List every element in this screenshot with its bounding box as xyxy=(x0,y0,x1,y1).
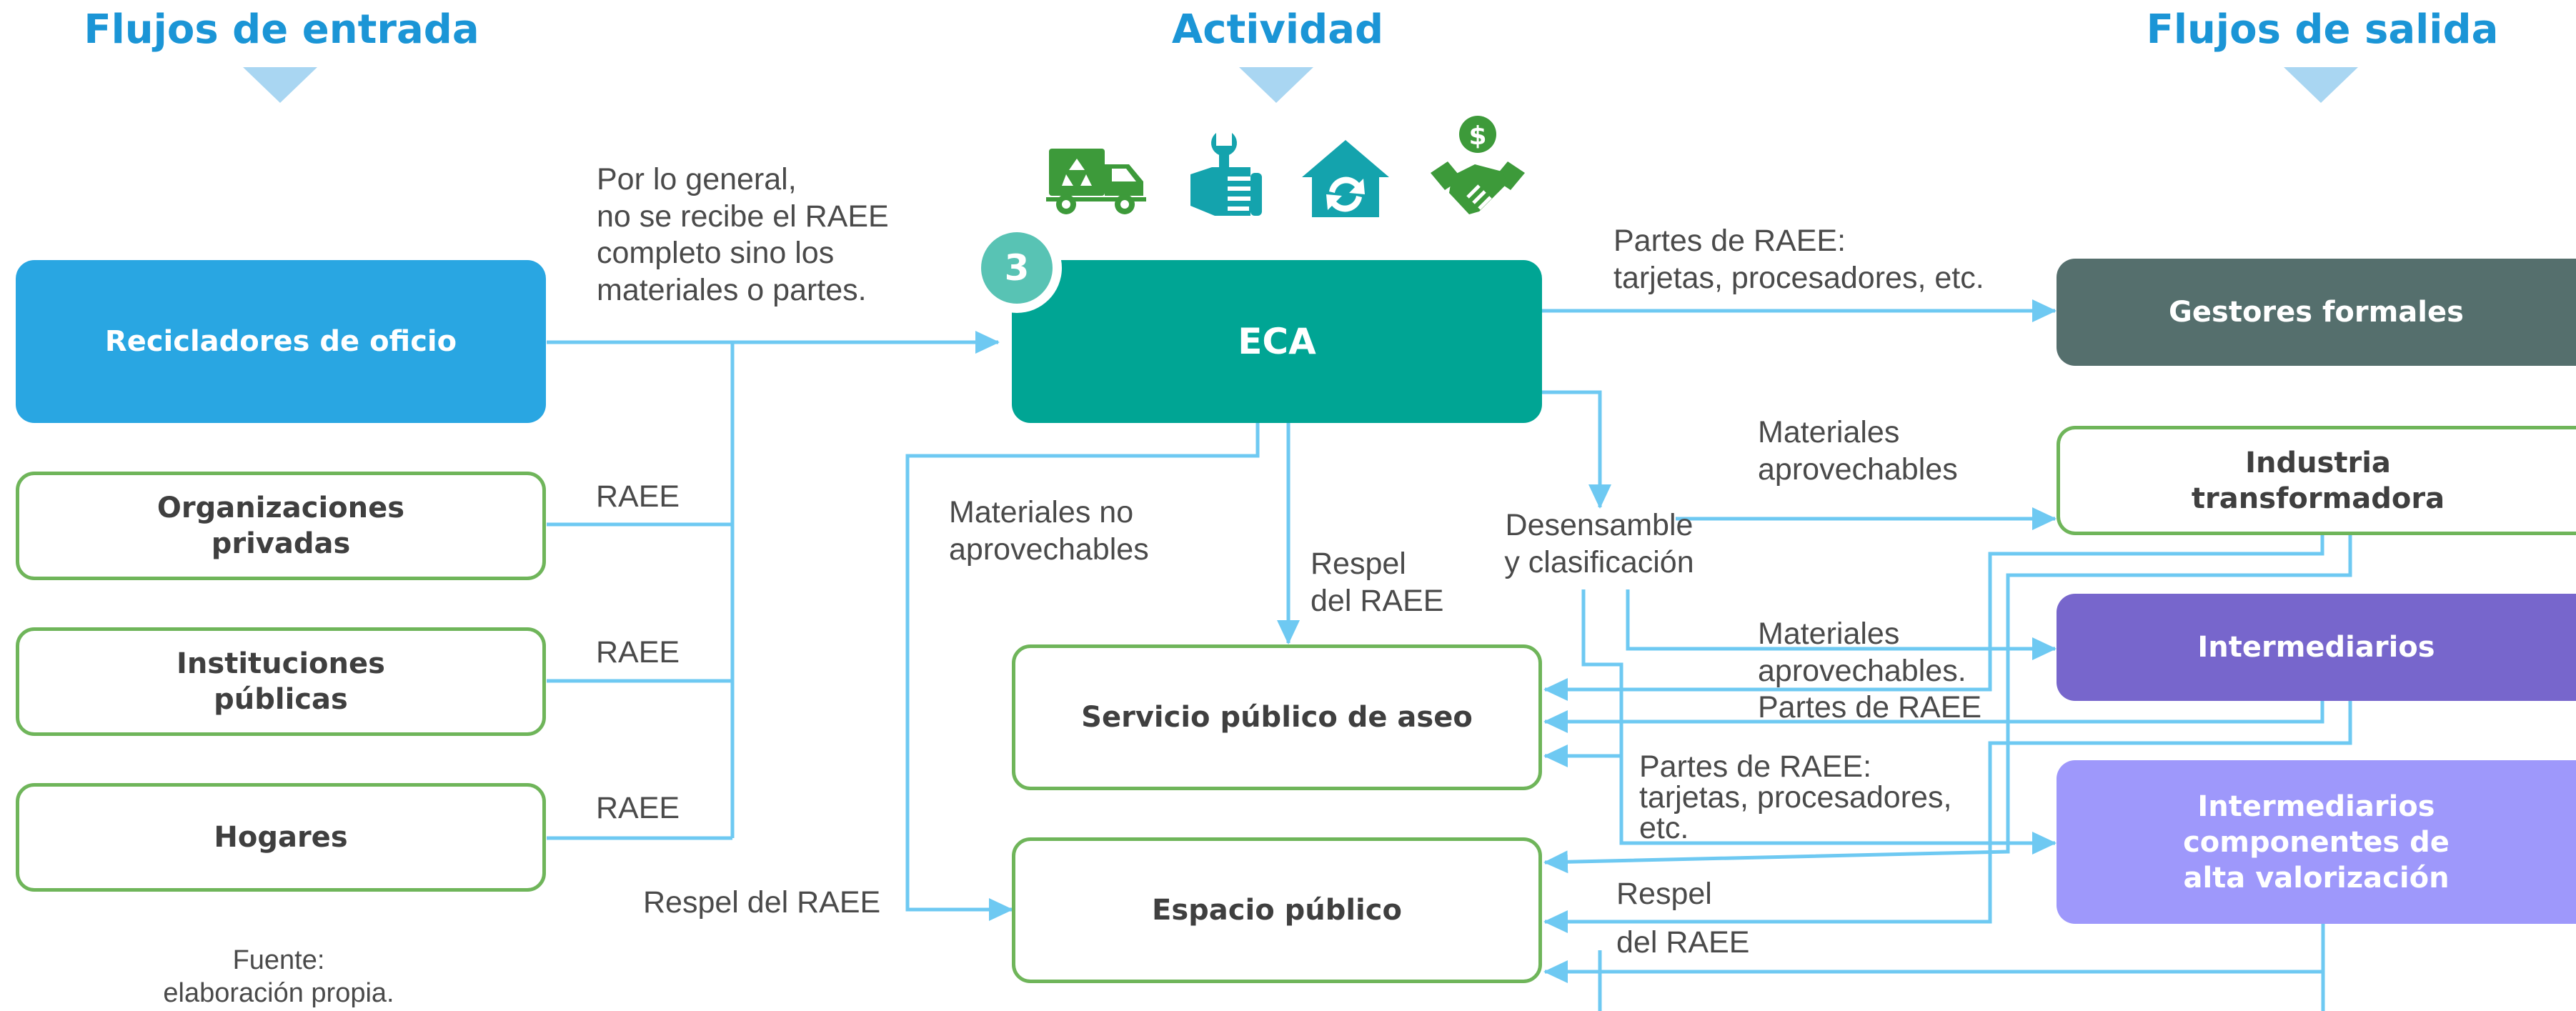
repair-hand-icon xyxy=(1190,133,1262,216)
label-desensamble: Desensamble y clasificación xyxy=(1504,508,1694,579)
box-industria-label: Industria transformadora xyxy=(2191,446,2445,515)
label-respel-del-raee: Respel del RAEE xyxy=(1311,547,1444,618)
label-materiales-aprovechables-2: Materiales aprovechables. xyxy=(1758,617,1966,688)
connector-eca-desensamble xyxy=(1542,390,1611,509)
box-industria: Industria transformadora xyxy=(2057,426,2576,535)
connector-industria-servicio xyxy=(1543,535,2324,701)
header-activity: Actividad xyxy=(1171,6,1384,53)
label-respel-left: Respel del RAEE xyxy=(643,885,881,920)
box-recicladores-label: Recicladores de oficio xyxy=(104,325,457,358)
label-materiales-aprovechables-1: Materiales aprovechables xyxy=(1758,415,1958,487)
connector-intermediarios-espacio xyxy=(1543,701,2352,933)
label-partes-tarjetas: Partes de RAEE: tarjetas, procesadores, … xyxy=(1639,749,1952,845)
label-partes-gestores: Partes de RAEE: tarjetas, procesadores, … xyxy=(1613,224,1984,295)
box-hogares: Hogares xyxy=(16,783,546,892)
box-instituciones: Instituciones públicas xyxy=(16,627,546,736)
header-outputs-arrow xyxy=(2284,67,2358,103)
handshake-money-icon: $ xyxy=(1431,116,1525,214)
svg-text:$: $ xyxy=(1468,121,1486,151)
box-eca-label: ECA xyxy=(1238,320,1316,362)
step-number: 3 xyxy=(981,232,1053,304)
recycling-truck-icon xyxy=(1046,149,1146,214)
box-eca: ECA xyxy=(1012,260,1542,423)
label-raee-organizaciones: RAEE xyxy=(596,479,680,514)
box-servicio-publico-label: Servicio público de aseo xyxy=(1081,701,1473,734)
box-recicladores: Recicladores de oficio xyxy=(16,260,546,423)
header-inputs-arrow xyxy=(243,67,317,103)
box-intermediarios-componentes-label: Intermediarios componentes de alta valor… xyxy=(2183,790,2450,895)
box-servicio-publico: Servicio público de aseo xyxy=(1012,644,1542,790)
label-del-raee-bottom: del RAEE xyxy=(1616,925,1750,960)
connector-industria-espacio xyxy=(1543,535,2352,874)
connector-intermediarios-servicio xyxy=(1543,701,2324,733)
box-intermediarios-componentes: Intermediarios componentes de alta valor… xyxy=(2057,760,2576,924)
step-badge: 3 xyxy=(972,223,1062,313)
box-gestores-label: Gestores formales xyxy=(2169,296,2464,329)
header-inputs: Flujos de entrada xyxy=(84,6,479,53)
source-note: Fuente: elaboración propia. xyxy=(163,945,394,1008)
label-raee-hogares: RAEE xyxy=(596,791,680,825)
label-respel-bottom: Respel xyxy=(1616,877,1712,911)
box-hogares-label: Hogares xyxy=(214,821,348,854)
connector-desensamble-intermediarios xyxy=(1626,589,2057,660)
note-general: Por lo general, no se recibe el RAEE com… xyxy=(597,162,889,307)
box-intermediarios: Intermediarios xyxy=(2057,594,2576,701)
box-espacio-publico: Espacio público xyxy=(1012,837,1542,983)
box-organizaciones-label: Organizaciones privadas xyxy=(156,492,405,560)
box-instituciones-label: Instituciones públicas xyxy=(176,647,385,716)
box-espacio-publico-label: Espacio público xyxy=(1152,894,1402,927)
header-outputs: Flujos de salida xyxy=(2146,6,2499,53)
label-materiales-no-aprovechables: Materiales no aprovechables xyxy=(949,495,1149,567)
box-gestores: Gestores formales xyxy=(2057,259,2576,366)
label-partes-raee: Partes de RAEE xyxy=(1758,690,1982,724)
box-intermediarios-label: Intermediarios xyxy=(2197,631,2435,664)
connector-desensamble-comp xyxy=(1581,589,2057,855)
house-recycle-icon xyxy=(1302,140,1389,217)
label-raee-instituciones: RAEE xyxy=(596,635,680,669)
box-organizaciones: Organizaciones privadas xyxy=(16,472,546,580)
header-activity-arrow xyxy=(1239,67,1313,103)
connector-eca-espacio xyxy=(905,423,1260,921)
